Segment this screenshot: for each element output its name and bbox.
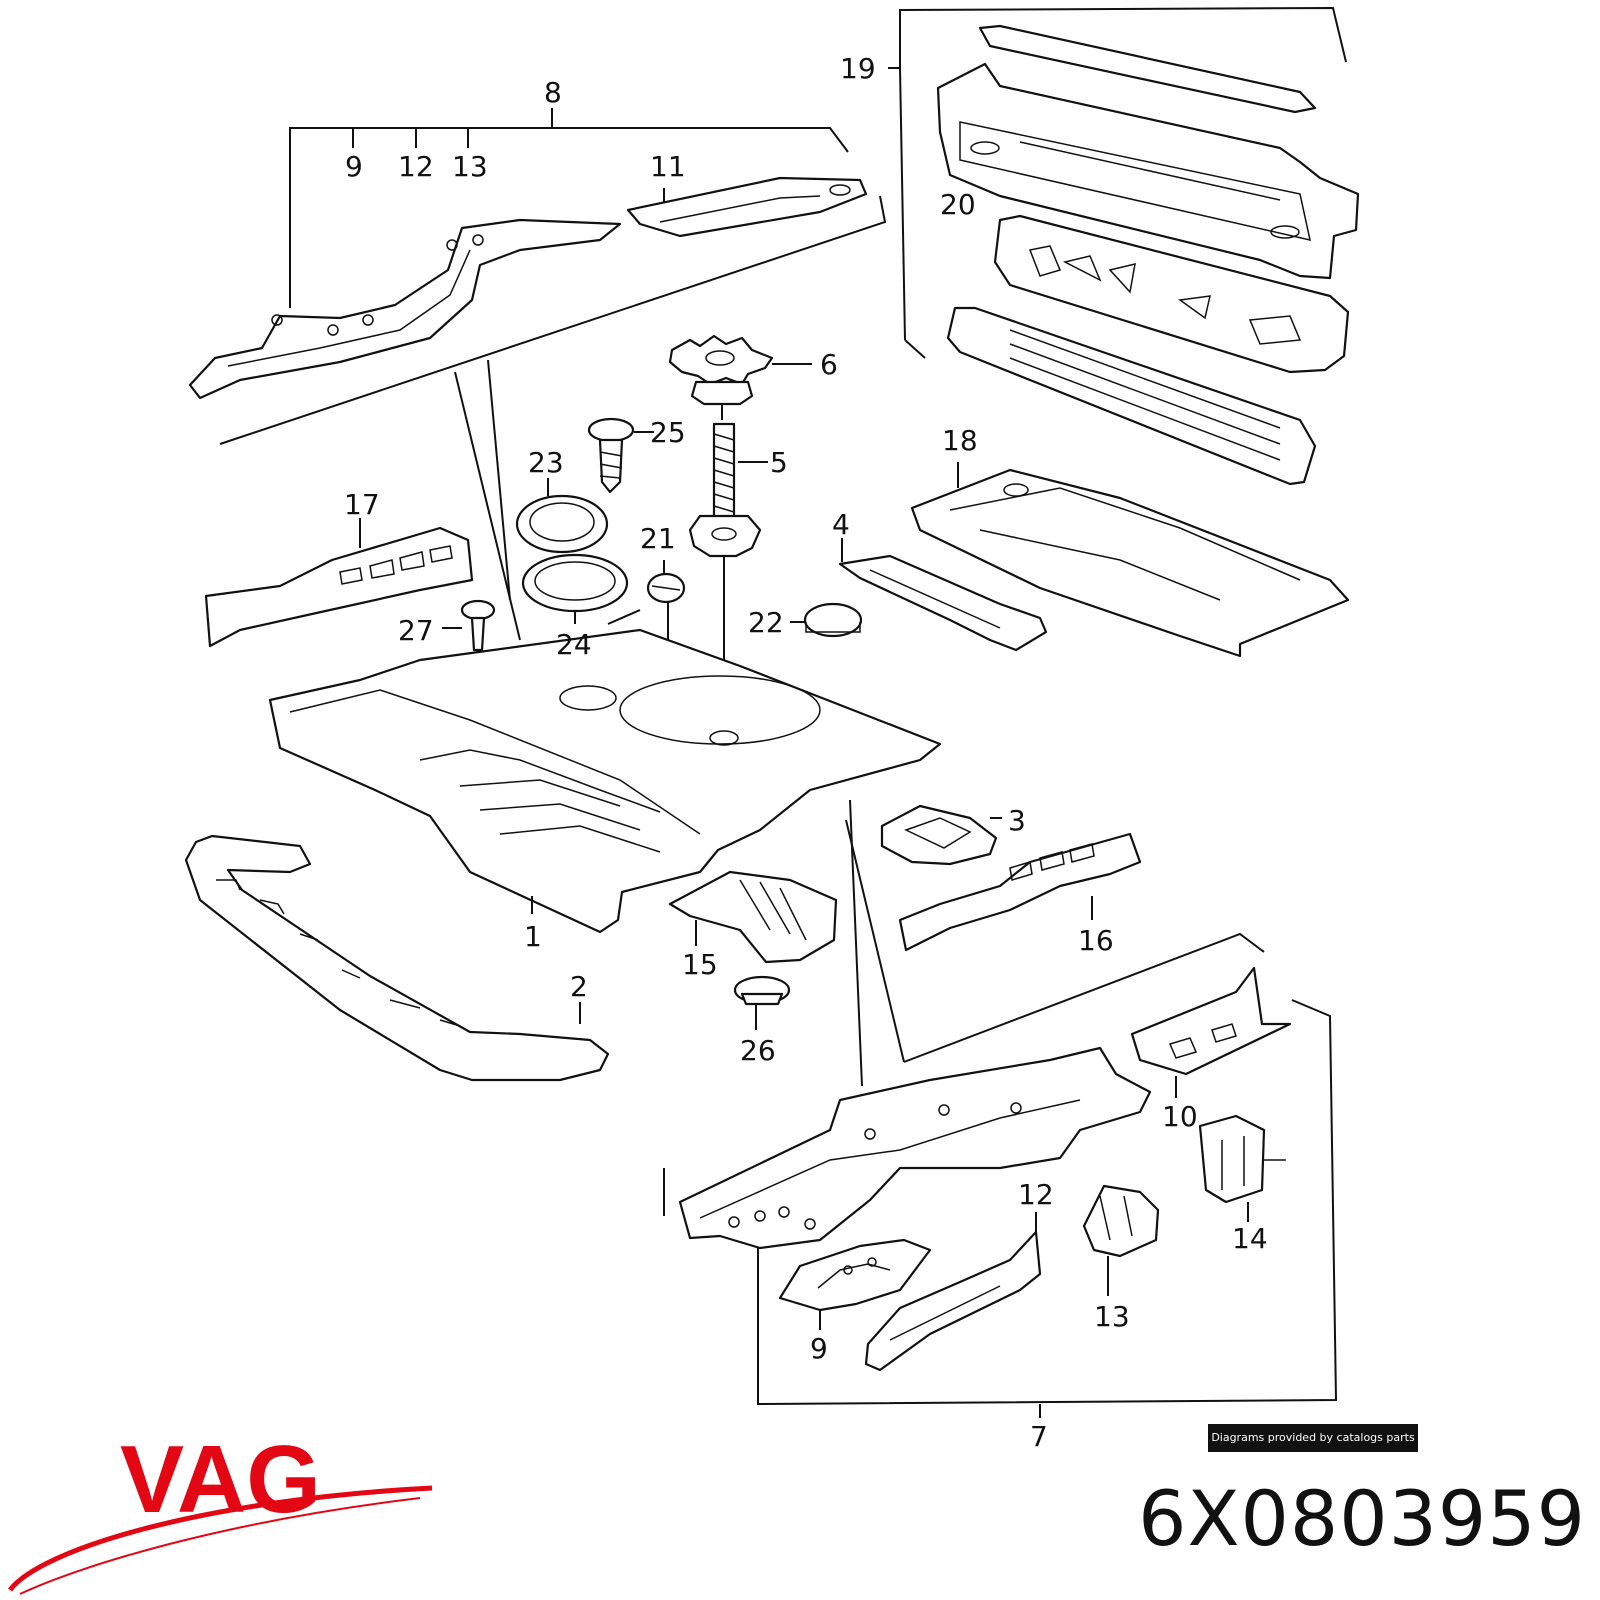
part-22-cap[interactable] bbox=[803, 602, 863, 638]
part-14-bracket[interactable] bbox=[1198, 1114, 1286, 1204]
part-24-seal-ring[interactable] bbox=[521, 553, 629, 613]
part-15-bracket[interactable] bbox=[668, 870, 838, 964]
part-23-grommet[interactable] bbox=[515, 494, 609, 554]
callout-22: 22 bbox=[748, 606, 784, 639]
part-1-floor-pan[interactable] bbox=[268, 628, 942, 934]
part-4-rail[interactable] bbox=[838, 554, 1048, 652]
callout-27: 27 bbox=[398, 614, 434, 647]
vag-logo-text: VAG bbox=[120, 1440, 321, 1533]
callout-23: 23 bbox=[528, 446, 564, 479]
part-25-screw[interactable] bbox=[587, 417, 635, 494]
part-21-plug[interactable] bbox=[646, 572, 686, 604]
callout-9: 9 bbox=[345, 150, 363, 183]
callout-17: 17 bbox=[344, 488, 380, 521]
part-27-screw[interactable] bbox=[460, 599, 496, 652]
part-20-lower-panel[interactable] bbox=[993, 214, 1350, 374]
part-12-rail[interactable] bbox=[864, 1230, 1042, 1372]
group-7-bracket bbox=[663, 799, 1338, 1418]
part-6-wheel-nut[interactable] bbox=[668, 334, 774, 406]
callout-19: 19 bbox=[840, 52, 876, 85]
callout-20: 20 bbox=[940, 188, 976, 221]
callout-15: 15 bbox=[682, 948, 718, 981]
callout-leaders bbox=[607, 609, 641, 625]
callout-11: 11 bbox=[650, 150, 686, 183]
part-3-mount[interactable] bbox=[880, 804, 998, 866]
part-8-side-member[interactable] bbox=[188, 218, 622, 400]
part-19-roof-strip[interactable] bbox=[978, 24, 1317, 114]
callout-7: 7 bbox=[1030, 1420, 1048, 1453]
callout-labels: 8 9 12 13 11 19 20 6 25 5 23 18 17 21 4 … bbox=[344, 52, 1268, 1453]
part-17-cross-member[interactable] bbox=[204, 526, 474, 648]
part-10-bracket[interactable] bbox=[1130, 966, 1292, 1076]
part-7-side-member[interactable] bbox=[678, 1046, 1152, 1250]
callout-2: 2 bbox=[570, 970, 588, 1003]
callout-13-lower: 13 bbox=[1094, 1300, 1130, 1333]
part-19-lower-strip[interactable] bbox=[946, 306, 1317, 486]
callout-4: 4 bbox=[832, 508, 850, 541]
callout-16: 16 bbox=[1078, 924, 1114, 957]
callout-1: 1 bbox=[524, 920, 542, 953]
callout-25: 25 bbox=[650, 416, 686, 449]
callout-24: 24 bbox=[556, 628, 592, 661]
callout-6: 6 bbox=[820, 348, 838, 381]
callout-14: 14 bbox=[1232, 1222, 1268, 1255]
part-5-threaded-bolt[interactable] bbox=[688, 422, 762, 558]
callout-12-lower: 12 bbox=[1018, 1178, 1054, 1211]
callout-5: 5 bbox=[770, 446, 788, 479]
part-2-sill[interactable] bbox=[184, 834, 610, 1082]
callout-3: 3 bbox=[1008, 804, 1026, 837]
callout-13: 13 bbox=[452, 150, 488, 183]
part-20-rear-panel[interactable] bbox=[936, 62, 1360, 280]
part-18-rear-floor[interactable] bbox=[910, 468, 1350, 658]
part-9-bracket[interactable] bbox=[778, 1238, 932, 1312]
callout-18: 18 bbox=[942, 424, 978, 457]
group-19-bracket bbox=[888, 6, 1347, 359]
callout-8: 8 bbox=[544, 76, 562, 109]
callout-9-lower: 9 bbox=[810, 1332, 828, 1365]
callout-21: 21 bbox=[640, 522, 676, 555]
callout-10: 10 bbox=[1162, 1100, 1198, 1133]
group-8-bracket bbox=[219, 108, 887, 641]
part-number: 6X0803959 bbox=[1138, 1474, 1586, 1563]
callout-12: 12 bbox=[398, 150, 434, 183]
part-11-bracket[interactable] bbox=[626, 176, 868, 238]
part-26-grommet[interactable] bbox=[733, 975, 791, 1006]
part-13-bracket[interactable] bbox=[1082, 1184, 1160, 1258]
vag-logo: VAG bbox=[8, 1440, 433, 1595]
credit-banner: Diagrams provided by catalogs parts bbox=[1208, 1424, 1418, 1452]
callout-26: 26 bbox=[740, 1034, 776, 1067]
part-16-cross-member[interactable] bbox=[898, 832, 1142, 952]
